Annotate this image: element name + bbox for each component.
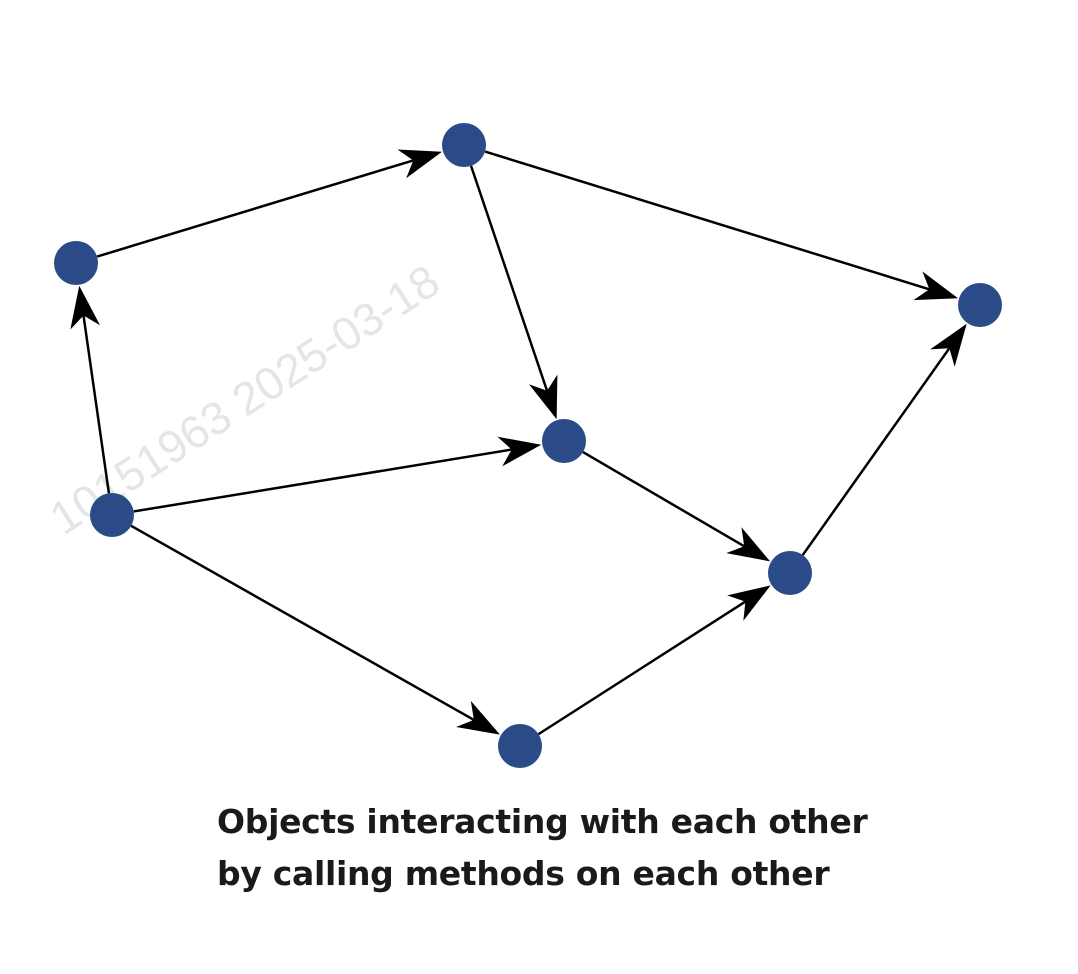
object-node-a [54, 241, 98, 285]
arrowhead-g-f [727, 585, 771, 621]
object-node-c [958, 283, 1002, 327]
arrowhead-b-c [913, 271, 959, 301]
edge-e-f [582, 451, 754, 553]
object-node-e [542, 419, 586, 463]
edge-b-c [484, 150, 940, 294]
arrowhead-b-e [528, 374, 558, 420]
edge-d-e [133, 446, 522, 513]
arrowhead-e-f [726, 527, 771, 562]
arrowhead-d-g [456, 700, 500, 735]
object-node-d [90, 493, 134, 537]
edge-d-g [130, 524, 484, 726]
edge-b-e [469, 165, 552, 401]
edge-d-a [80, 305, 111, 494]
object-node-b [442, 123, 486, 167]
arrowhead-d-a [70, 285, 101, 330]
edge-a-b [96, 156, 424, 258]
edge-f-c [801, 339, 957, 556]
arrowhead-a-b [397, 149, 442, 179]
arrowhead-d-e [497, 436, 542, 467]
caption-line-1: Objects interacting with each other [217, 802, 868, 841]
arrowhead-f-c [930, 323, 967, 367]
edge-g-f [537, 595, 755, 736]
object-node-g [498, 724, 542, 768]
caption: Objects interacting with each other by c… [217, 796, 868, 900]
caption-line-2: by calling methods on each other [217, 854, 830, 893]
object-node-f [768, 551, 812, 595]
